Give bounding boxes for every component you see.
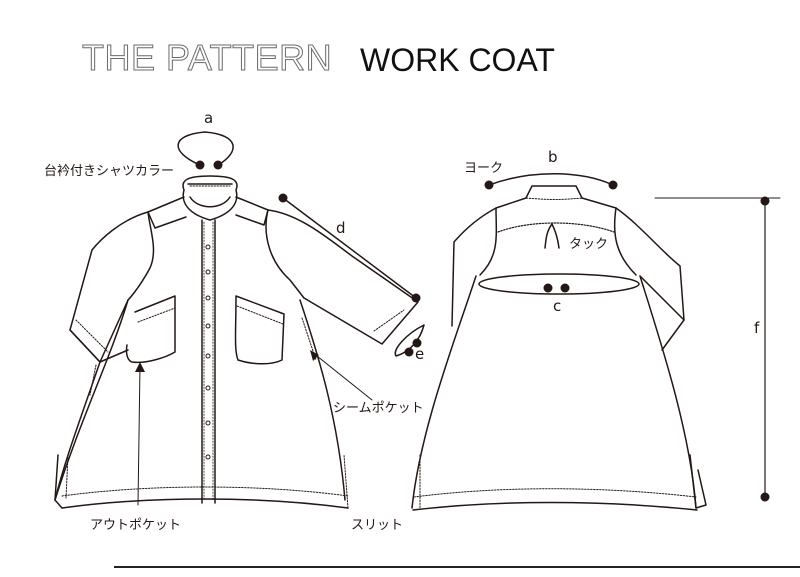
title-work-coat: WORK COAT xyxy=(360,42,555,78)
cuff-measure-loop xyxy=(394,324,425,357)
label-slit: スリット xyxy=(351,518,404,533)
footer-divider xyxy=(114,566,800,568)
label-a: a xyxy=(204,109,214,127)
label-collar-name: 台衿付きシャツカラー xyxy=(44,164,175,179)
back-coat-drawing xyxy=(411,173,781,511)
front-collar xyxy=(182,175,238,221)
front-placket xyxy=(201,219,216,504)
label-e: e xyxy=(415,345,425,363)
sleeve-length-line xyxy=(282,197,417,299)
label-out-pocket: アウトポケット xyxy=(90,518,182,533)
label-tuck: タック xyxy=(569,237,609,252)
front-hem xyxy=(61,498,349,509)
collar-measure-loop xyxy=(177,131,234,166)
bust-measure-ellipse xyxy=(478,273,640,295)
label-f: f xyxy=(754,319,760,337)
label-yoke: ヨーク xyxy=(464,161,504,176)
leader-out-pocket xyxy=(137,364,141,506)
back-tuck xyxy=(544,223,560,249)
left-out-pocket xyxy=(125,295,176,364)
right-out-pocket xyxy=(234,295,285,365)
label-b: b xyxy=(548,148,558,166)
leader-seam-pocket xyxy=(311,351,373,401)
front-coat-drawing xyxy=(54,131,425,509)
yoke-width-arc xyxy=(488,173,614,186)
title-the-pattern: THE PATTERN xyxy=(81,37,333,78)
measurement-dots xyxy=(135,160,770,502)
label-d: d xyxy=(336,219,346,237)
label-seam-pocket: シームポケット xyxy=(333,401,424,416)
label-c: c xyxy=(553,297,562,315)
back-hem xyxy=(412,501,698,511)
front-body-outline xyxy=(69,196,185,363)
